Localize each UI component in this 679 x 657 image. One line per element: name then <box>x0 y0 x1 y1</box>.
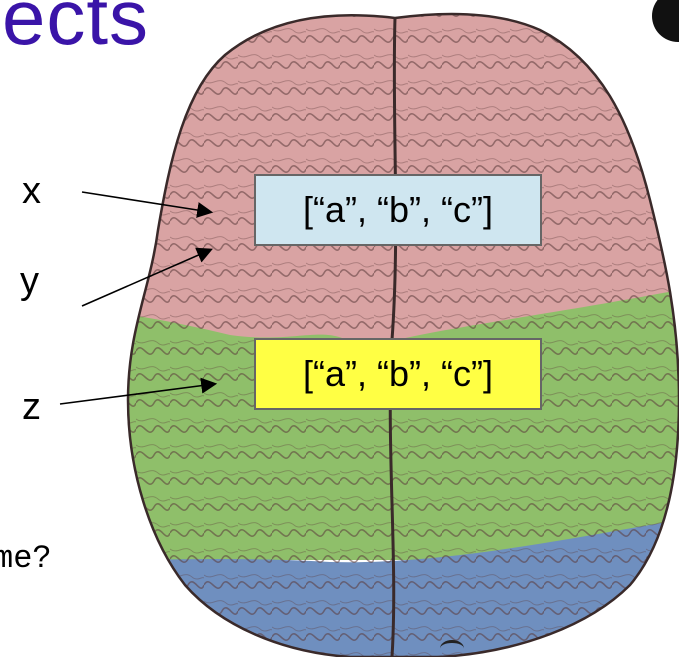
arrow-y <box>81 247 213 307</box>
arrow-x <box>81 191 214 218</box>
arrow-z <box>59 377 218 405</box>
variable-z-label: z <box>22 386 41 428</box>
copy-list-box: [“a”, “b”, “c”] <box>254 338 542 410</box>
variable-x-label: x <box>22 170 41 212</box>
shared-list-box: [“a”, “b”, “c”] <box>254 174 542 246</box>
question-mark-fragment-icon <box>440 640 464 657</box>
code-fragment: me? <box>0 540 52 577</box>
variable-y-label: y <box>20 260 39 302</box>
slide-title-fragment: ects <box>2 0 150 61</box>
